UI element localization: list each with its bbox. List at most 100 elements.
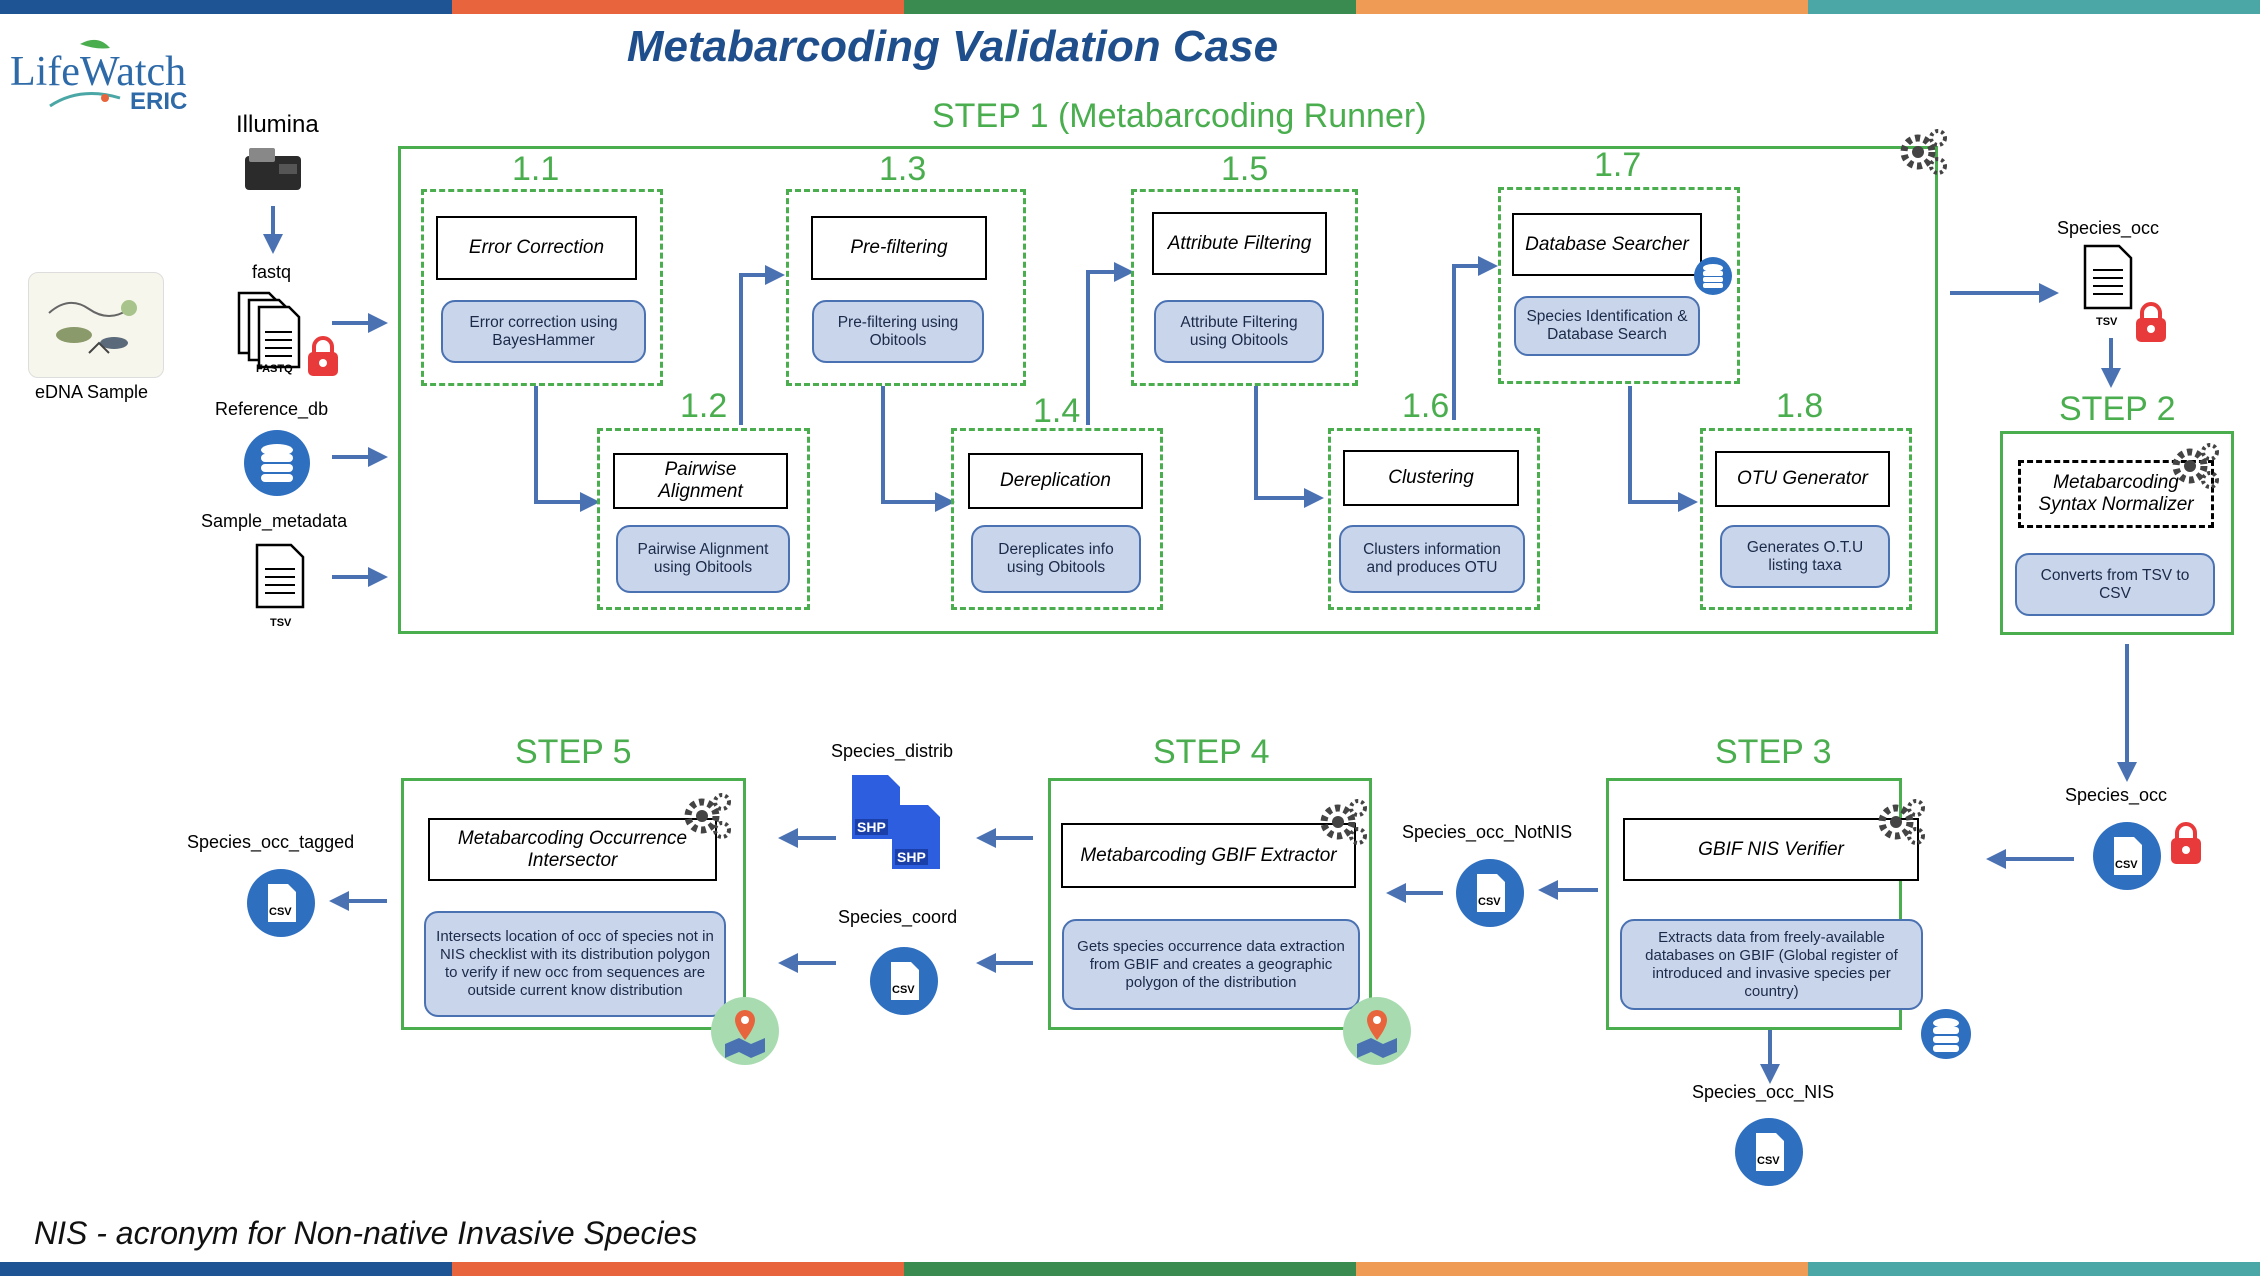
substep-number: 1.5	[1221, 150, 1269, 188]
lock-icon	[2133, 300, 2169, 344]
species-coord-label: Species_coord	[838, 907, 958, 927]
tsv-file-caption: TSV	[2096, 316, 2118, 328]
clustering-tool[interactable]: Clustering	[1343, 450, 1519, 506]
substep-frame	[421, 189, 663, 386]
substep-frame	[597, 428, 810, 610]
step4-frame	[1048, 778, 1372, 1030]
shp-file-icon: SHP SHP	[850, 773, 950, 873]
tsv-file-icon: TSV	[2083, 244, 2133, 334]
gears-icon	[2170, 440, 2222, 492]
edna-sample-label: eDNA Sample	[35, 382, 149, 402]
top-color-stripe	[0, 0, 2260, 14]
csv-file-caption: CSV	[269, 906, 292, 918]
shp-file-caption: SHP	[895, 849, 928, 865]
substep-number: 1.6	[1402, 387, 1450, 425]
error-correction-desc: Error correction using BayesHammer	[441, 300, 646, 363]
stripe-segment	[0, 0, 452, 14]
gears-icon	[1876, 796, 1928, 848]
substep-number: 1.3	[879, 150, 927, 188]
tsv-file-icon: TSV	[255, 543, 305, 633]
footnote: NIS - acronym for Non-native Invasive Sp…	[34, 1215, 698, 1251]
reference-db-label: Reference_db	[215, 399, 329, 419]
edna-sample-image	[28, 272, 164, 378]
substep-number: 1.4	[1033, 392, 1081, 430]
logo-graphic	[49, 39, 121, 108]
stripe-segment	[1808, 1262, 2260, 1276]
database-icon	[1693, 256, 1733, 296]
step2-label: STEP 2	[2059, 390, 2176, 428]
stripe-segment	[1356, 0, 1808, 14]
bottom-color-stripe	[0, 1262, 2260, 1276]
gbif-extractor-tool[interactable]: Metabarcoding GBIF Extractor	[1061, 823, 1356, 888]
species-occ-tagged-label: Species_occ_tagged	[187, 832, 355, 852]
occurrence-intersector-tool[interactable]: Metabarcoding Occurrence Intersector	[428, 818, 717, 881]
database-icon	[1920, 1008, 1972, 1060]
dereplication-desc: Dereplicates info using Obitools	[971, 525, 1141, 593]
gears-icon	[1898, 126, 1950, 178]
occurrence-intersector-desc: Intersects location of occ of species no…	[424, 911, 726, 1017]
shp-file-caption: SHP	[855, 819, 888, 835]
database-icon	[244, 430, 310, 496]
stripe-segment	[0, 1262, 452, 1276]
csv-file-icon: CSV	[1734, 1117, 1804, 1187]
step1-label: STEP 1 (Metabarcoding Runner)	[932, 97, 1427, 135]
csv-file-caption: CSV	[892, 984, 915, 996]
pairwise-alignment-desc: Pairwise Alignment using Obitools	[616, 525, 790, 593]
gbif-nis-verifier-tool[interactable]: GBIF NIS Verifier	[1623, 818, 1919, 881]
gbif-nis-verifier-desc: Extracts data from freely-available data…	[1620, 919, 1923, 1010]
species-occ-csv-label: Species_occ	[2065, 785, 2168, 805]
species-occ-notnis-label: Species_occ_NotNIS	[1402, 822, 1573, 842]
otu-generator-tool[interactable]: OTU Generator	[1715, 451, 1890, 507]
map-pin-icon	[710, 996, 780, 1066]
substep-frame	[1700, 428, 1912, 610]
syntax-normalizer-tool[interactable]: Metabarcoding Syntax Normalizer	[2018, 460, 2214, 528]
dereplication-tool[interactable]: Dereplication	[968, 453, 1143, 509]
database-searcher-tool[interactable]: Database Searcher	[1512, 213, 1702, 276]
lifewatch-logo: LifeWatch ERIC	[10, 36, 188, 116]
csv-file-caption: CSV	[2115, 859, 2138, 871]
fastq-label: fastq	[252, 262, 292, 282]
substep-number: 1.8	[1776, 387, 1824, 425]
step3-label: STEP 3	[1715, 733, 1832, 771]
stripe-segment	[904, 1262, 1356, 1276]
substep-frame	[786, 189, 1026, 386]
stripe-segment	[904, 0, 1356, 14]
gears-icon	[682, 790, 734, 842]
step4-label: STEP 4	[1153, 733, 1270, 771]
attribute-filtering-tool[interactable]: Attribute Filtering	[1152, 212, 1327, 275]
stripe-segment	[452, 0, 904, 14]
map-pin-icon	[1342, 996, 1412, 1066]
clustering-desc: Clusters information and produces OTU	[1339, 525, 1525, 593]
pairwise-alignment-tool[interactable]: Pairwise Alignment	[613, 453, 788, 509]
pre-filtering-desc: Pre-filtering using Obitools	[812, 300, 984, 363]
lock-icon	[2168, 820, 2204, 866]
fastq-file-icon: FASTQ	[236, 290, 326, 380]
database-searcher-desc: Species Identification & Database Search	[1514, 296, 1700, 356]
substep-number: 1.1	[512, 150, 560, 188]
gbif-extractor-desc: Gets species occurrence data extraction …	[1062, 919, 1360, 1010]
csv-file-icon: CSV	[1455, 858, 1525, 928]
error-correction-tool[interactable]: Error Correction	[436, 216, 637, 280]
syntax-normalizer-desc: Converts from TSV to CSV	[2015, 553, 2215, 616]
csv-file-caption: CSV	[1757, 1155, 1780, 1167]
otu-generator-desc: Generates O.T.U listing taxa	[1720, 525, 1890, 588]
substep-frame	[951, 428, 1163, 610]
step3-frame	[1606, 778, 1902, 1030]
sample-metadata-label: Sample_metadata	[201, 511, 348, 531]
csv-file-caption: CSV	[1478, 896, 1501, 908]
substep-number: 1.2	[680, 387, 728, 425]
stripe-segment	[1808, 0, 2260, 14]
stripe-segment	[1356, 1262, 1808, 1276]
substep-frame	[1328, 428, 1540, 610]
step1-frame	[398, 146, 1938, 634]
attribute-filtering-desc: Attribute Filtering using Obitools	[1154, 300, 1324, 363]
species-distrib-label: Species_distrib	[831, 741, 954, 761]
substep-frame	[1498, 187, 1740, 384]
pre-filtering-tool[interactable]: Pre-filtering	[811, 216, 987, 280]
logo-subtext: ERIC	[130, 88, 188, 115]
csv-file-icon: CSV	[246, 868, 316, 938]
illumina-label: Illumina	[236, 111, 319, 138]
species-occ-output-label: Species_occ	[2057, 218, 2160, 238]
species-occ-nis-label: Species_occ_NIS	[1692, 1082, 1835, 1102]
